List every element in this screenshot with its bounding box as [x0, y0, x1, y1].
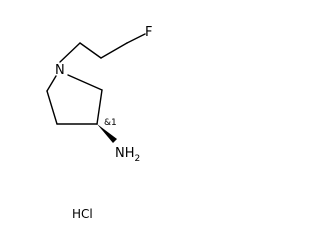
bond-ring-c5-n	[46, 75, 57, 92]
molecule-drawing: F N &1 NH2 HCl	[46, 25, 152, 221]
amine-subscript: 2	[135, 154, 141, 164]
amine-main: NH	[115, 146, 135, 161]
bond-c1-c2	[79, 42, 102, 59]
bond-n-c1	[59, 42, 81, 63]
atom-label-nitrogen: N	[55, 63, 65, 78]
bond-c2-c3	[100, 42, 128, 59]
bond-ring-c4-c5	[46, 90, 58, 125]
stereo-label: &1	[104, 118, 117, 128]
bond-ring-c2-c3	[96, 89, 103, 125]
bond-n-ring-c2	[67, 74, 103, 91]
salt-label: HCl	[72, 207, 93, 221]
atom-label-amine: NH2	[115, 146, 140, 164]
atom-label-fluorine: F	[145, 25, 152, 40]
wedge-bond-c3-nh2	[97, 124, 117, 143]
structure-canvas: F N &1 NH2 HCl	[46, 25, 152, 221]
bond-group	[46, 33, 146, 125]
bond-c3-f	[126, 33, 146, 44]
